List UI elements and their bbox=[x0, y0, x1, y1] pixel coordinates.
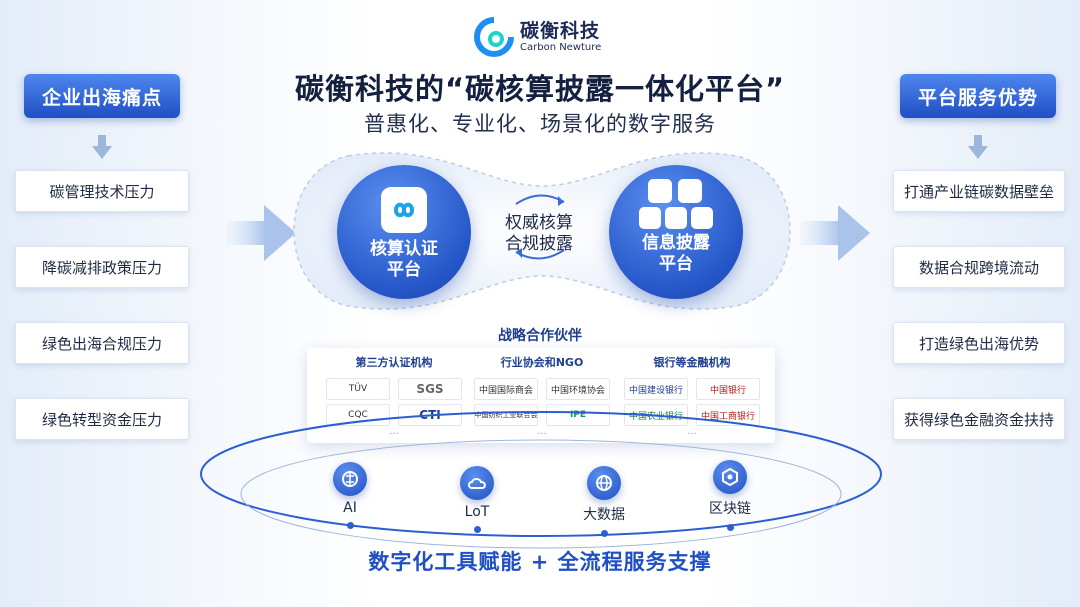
globe-icon bbox=[587, 466, 621, 500]
brain-icon bbox=[333, 462, 367, 496]
blockchain-icon bbox=[713, 460, 747, 494]
brand-logo-icon bbox=[474, 17, 514, 57]
cycle-arrows-icon bbox=[515, 194, 565, 260]
accounting-platform-label: 核算认证 bbox=[370, 239, 438, 259]
disclosure-platform-circle: 信息披露 平台 bbox=[609, 165, 743, 299]
partner-logo: 中国环境协会 bbox=[546, 378, 610, 400]
tech-dot bbox=[473, 526, 481, 533]
flow-arrow-icon bbox=[226, 205, 296, 261]
tech-label: AI bbox=[343, 500, 357, 516]
tech-dot bbox=[346, 522, 354, 529]
partner-group-title: 第三方认证机构 bbox=[355, 356, 433, 369]
leaf-icon bbox=[665, 207, 687, 229]
partner-logo: 中国纺织工业联合会 bbox=[474, 404, 538, 426]
tech-label: 区块链 bbox=[709, 501, 751, 517]
tech-dot bbox=[726, 524, 734, 531]
tech-label: 大数据 bbox=[583, 507, 625, 523]
tech-ai: AI bbox=[328, 462, 372, 529]
partner-group-title: 行业协会和NGO bbox=[500, 356, 584, 369]
accounting-platform-label-2: 平台 bbox=[387, 260, 421, 280]
infinity-icon bbox=[381, 187, 427, 233]
down-arrow-icon bbox=[92, 135, 112, 159]
partner-logo: 中国银行 bbox=[696, 378, 760, 400]
more-dots: ... bbox=[687, 426, 697, 437]
partner-group: 行业协会和NGO 中国国际商会 中国环境协会 中国纺织工业联合会 IPE ... bbox=[467, 354, 617, 437]
more-dots: ... bbox=[389, 426, 399, 437]
partner-logo: TÜV bbox=[326, 378, 390, 400]
cloud-icon bbox=[460, 466, 494, 500]
page-subtitle: 普惠化、专业化、场景化的数字服务 bbox=[364, 112, 716, 136]
globe-icon bbox=[691, 207, 713, 229]
down-arrow-icon bbox=[968, 135, 988, 159]
brand-name-en: Carbon Newture bbox=[520, 41, 602, 53]
brand-name-cn: 碳衡科技 bbox=[520, 19, 601, 42]
partner-group: 银行等金融机构 中国建设银行 中国银行 中国农业银行 中国工商银行 ... bbox=[617, 354, 767, 437]
disclosure-platform-label: 信息披露 bbox=[642, 233, 710, 253]
left-heading: 企业出海痛点 bbox=[24, 74, 180, 118]
partner-logo: SGS bbox=[398, 378, 462, 400]
q-icon bbox=[648, 179, 672, 203]
brand-logo: 碳衡科技 Carbon Newture bbox=[474, 17, 601, 57]
pain-point-item: 绿色转型资金压力 bbox=[15, 398, 189, 440]
tech-bigdata: 大数据 bbox=[580, 466, 628, 537]
partners-title: 战略合作伙伴 bbox=[498, 328, 582, 344]
partner-icons bbox=[648, 179, 704, 203]
pain-point-item: 降碳减排政策压力 bbox=[15, 246, 189, 288]
advantage-item: 获得绿色金融资金扶持 bbox=[893, 398, 1065, 440]
partner-group: 第三方认证机构 TÜV SGS CQC CTI ... bbox=[319, 354, 469, 437]
partners-panel: 第三方认证机构 TÜV SGS CQC CTI ... 行业协会和NGO 中国国… bbox=[307, 348, 775, 443]
pain-point-item: 绿色出海合规压力 bbox=[15, 322, 189, 364]
partner-logo: IPE bbox=[546, 404, 610, 426]
advantage-item: 打通产业链碳数据壁垒 bbox=[893, 170, 1065, 212]
more-dots: ... bbox=[537, 426, 547, 437]
partner-logo: 中国国际商会 bbox=[474, 378, 538, 400]
disclosure-platform-label-2: 平台 bbox=[659, 254, 693, 274]
pain-point-item: 碳管理技术压力 bbox=[15, 170, 189, 212]
partner-logo: 中国建设银行 bbox=[624, 378, 688, 400]
accounting-platform-circle: 核算认证 平台 bbox=[337, 165, 471, 299]
partner-icons-row2 bbox=[639, 207, 713, 229]
partner-group-title: 银行等金融机构 bbox=[653, 356, 731, 369]
c-icon bbox=[639, 207, 661, 229]
tech-blockchain: 区块链 bbox=[704, 460, 756, 531]
stripe-icon bbox=[678, 179, 702, 203]
advantage-item: 数据合规跨境流动 bbox=[893, 246, 1065, 288]
middle-label-line1: 权威核算 bbox=[505, 213, 573, 233]
page-title: 碳衡科技的“碳核算披露一体化平台” bbox=[294, 72, 786, 106]
flow-arrow-icon bbox=[800, 205, 870, 261]
tech-label: LoT bbox=[464, 504, 490, 520]
tech-dot bbox=[600, 530, 608, 537]
footer-slogan: 数字化工具赋能 + 全流程服务支撑 bbox=[368, 550, 712, 574]
advantage-item: 打造绿色出海优势 bbox=[893, 322, 1065, 364]
right-heading: 平台服务优势 bbox=[900, 74, 1056, 118]
tech-iot: LoT bbox=[455, 466, 499, 533]
tech-ring bbox=[200, 411, 882, 549]
